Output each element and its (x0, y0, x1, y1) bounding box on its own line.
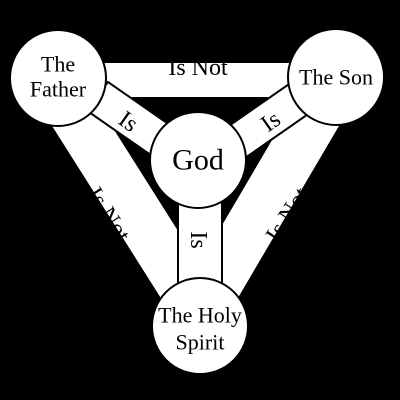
node-god: God (149, 111, 247, 209)
node-father-line2: Father (30, 77, 87, 102)
node-son-label: The Son (299, 65, 373, 90)
node-father-line1: The (41, 52, 75, 77)
node-father-circle (9, 29, 107, 127)
label-spirit-god: Is (185, 231, 211, 248)
node-holy-spirit-line2: Spirit (176, 330, 225, 355)
node-god-circle (149, 111, 247, 209)
node-holy-spirit-line1: The Holy (158, 303, 242, 328)
node-son-circle (287, 28, 385, 126)
node-father: The Father (9, 29, 107, 127)
label-father-son: Is Not (168, 55, 228, 81)
node-god-label: God (172, 144, 224, 177)
node-holy-spirit-circle (151, 277, 249, 375)
node-son: The Son (287, 28, 385, 126)
node-holy-spirit: The Holy Spirit (151, 277, 249, 375)
